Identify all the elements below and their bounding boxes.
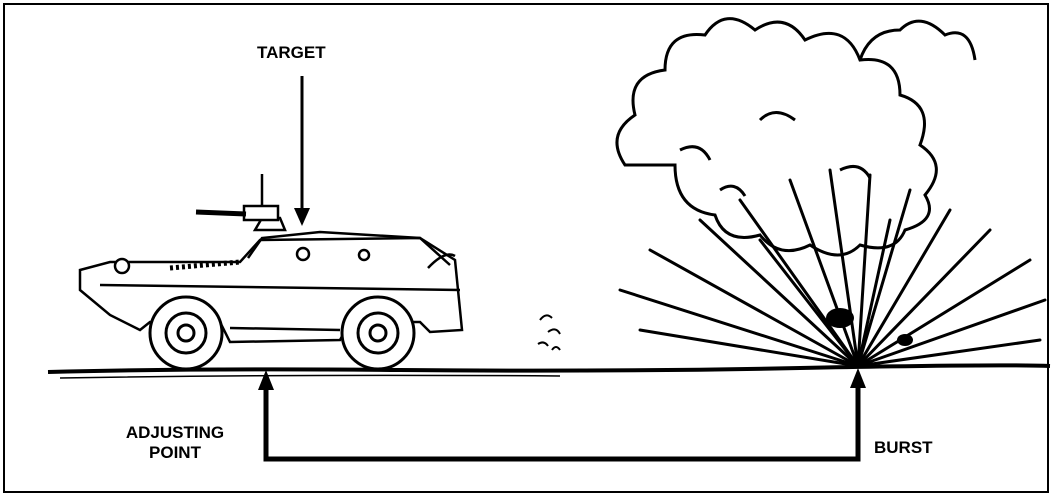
dust-puff: [538, 315, 560, 350]
adjusting-point-label-line2: POINT: [121, 443, 229, 463]
burst-label: BURST: [874, 438, 933, 458]
smoke-cloud: [617, 19, 975, 255]
vehicle-wheel-rear: [342, 297, 414, 369]
target-arrow: [294, 76, 310, 226]
adjusting-point-label: ADJUSTING POINT: [121, 423, 229, 463]
burst-core: [826, 308, 854, 328]
vehicle-wheel-front: [150, 297, 222, 369]
adjustment-path-arrow: [258, 368, 866, 459]
adjusting-point-label-line1: ADJUSTING: [121, 423, 229, 443]
target-label: TARGET: [257, 43, 326, 63]
